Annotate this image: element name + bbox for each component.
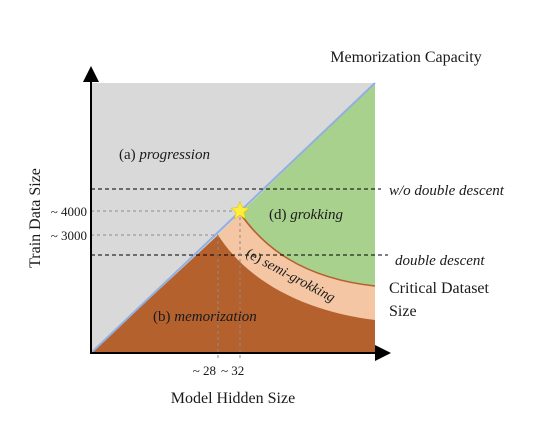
label-no-double-descent: w/o double descent <box>389 183 505 199</box>
region-memorization <box>91 235 375 353</box>
label-critical-line1: Critical Dataset <box>389 280 490 297</box>
x-axis-title: Model Hidden Size <box>171 390 295 407</box>
label-memorization-letter: (b) <box>153 309 171 325</box>
label-memorization: (b) memorization <box>153 309 257 325</box>
tick-y-3000: ~ 3000 <box>51 228 87 243</box>
label-grokking-name: grokking <box>290 207 343 223</box>
label-critical-line2: Size <box>389 303 417 320</box>
label-progression: (a) progression <box>119 147 210 163</box>
label-progression-name: progression <box>138 147 210 163</box>
critical-dataset-curve <box>239 212 376 287</box>
label-double-descent: double descent <box>395 253 485 269</box>
tick-x-32: ~ 32 <box>221 363 244 378</box>
label-grokking: (d) grokking <box>269 207 344 223</box>
capacity-line <box>90 82 376 354</box>
y-axis-title: Train Data Size <box>27 168 44 268</box>
tick-y-4000: ~ 4000 <box>51 204 87 219</box>
capacity-title: Memorization Capacity <box>330 49 482 66</box>
star-marker <box>230 200 250 220</box>
label-grokking-letter: (d) <box>269 207 287 223</box>
label-progression-letter: (a) <box>119 147 136 163</box>
label-memorization-name: memorization <box>174 309 257 325</box>
tick-x-28: ~ 28 <box>193 363 216 378</box>
